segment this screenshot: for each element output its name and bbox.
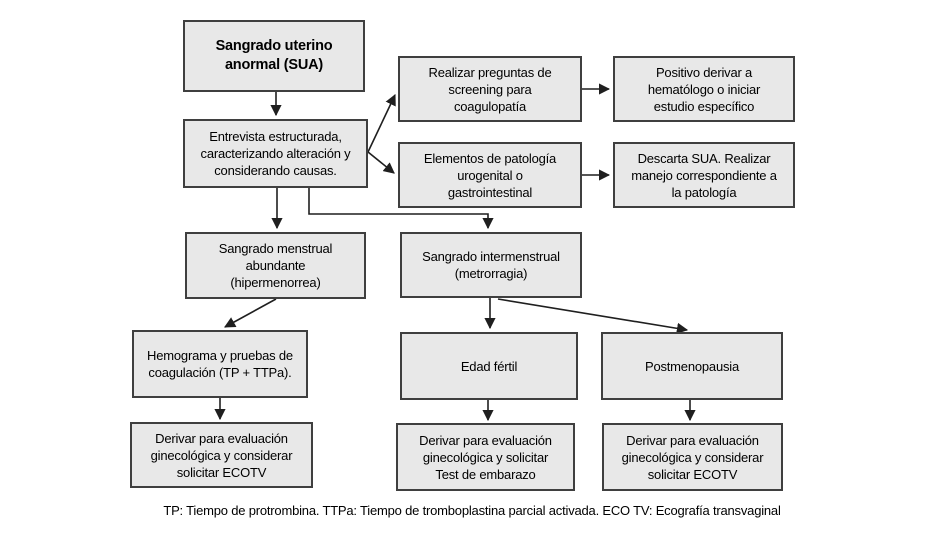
arrow-metrorragia-to-postmenopausia [497, 298, 689, 334]
node-hemograma-coagulacion: Hemograma y pruebas de coagulación (TP +… [132, 330, 308, 398]
node-postmenopausia: Postmenopausia [601, 332, 783, 400]
arrow-hipermenorrea-to-hemograma [224, 298, 277, 328]
node-derivar-test-embarazo: Derivar para evaluación ginecológica y s… [396, 423, 575, 491]
node-sua: Sangrado uterino anormal (SUA) [183, 20, 365, 92]
node-patologia-urogenital: Elementos de patología urogenital o gast… [398, 142, 582, 208]
node-derivar-ecotv-der: Derivar para evaluación ginecológica y c… [602, 423, 783, 491]
node-descarta-sua: Descarta SUA. Realizar manejo correspond… [613, 142, 795, 208]
node-derivar-ecotv-izq: Derivar para evaluación ginecológica y c… [130, 422, 313, 488]
footnote-abbreviations: TP: Tiempo de protrombina. TTPa: Tiempo … [163, 503, 781, 518]
node-entrevista: Entrevista estructurada, caracterizando … [183, 119, 368, 188]
arrow-entrevista-to-screening [367, 93, 396, 153]
node-positivo-hematologo: Positivo derivar a hematólogo o iniciar … [613, 56, 795, 122]
node-screening-coagulopatia: Realizar preguntas de screening para coa… [398, 56, 582, 122]
node-metrorragia: Sangrado intermenstrual (metrorragia) [400, 232, 582, 298]
arrow-entrevista-to-patologia [367, 151, 395, 174]
node-hipermenorrea: Sangrado menstrual abundante (hipermenor… [185, 232, 366, 299]
node-edad-fertil: Edad fértil [400, 332, 578, 400]
